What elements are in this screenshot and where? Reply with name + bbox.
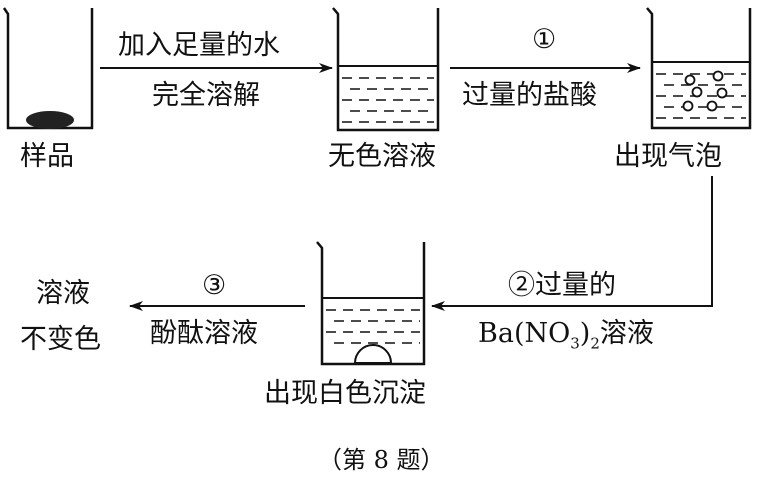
sample-label: 样品 xyxy=(20,141,74,172)
solid-sample xyxy=(26,111,74,129)
step3-reagent: Ba(NO3)2溶液 xyxy=(478,318,654,353)
beaker-sample xyxy=(2,7,94,130)
step4-reagent: 酚酞溶液 xyxy=(150,318,258,349)
step4-number: ③ xyxy=(202,270,227,301)
beaker2-label: 无色溶液 xyxy=(328,141,436,172)
step2-reagent: 过量的盐酸 xyxy=(462,80,597,111)
gas-bubbles xyxy=(682,70,728,112)
step3-condition-top: ②过量的 xyxy=(508,270,616,301)
step1-condition-top: 加入足量的水 xyxy=(118,30,280,61)
beaker-colorless-solution xyxy=(332,7,440,132)
result-line2: 不变色 xyxy=(20,324,101,355)
beaker-white-precipitate xyxy=(316,241,426,366)
step2-number: ① xyxy=(532,24,557,55)
white-precipitate xyxy=(353,344,393,364)
step1-condition-bottom: 完全溶解 xyxy=(152,80,260,111)
beaker4-label: 出现白色沉淀 xyxy=(264,378,426,409)
beaker-bubbles xyxy=(646,7,752,130)
beaker3-label: 出现气泡 xyxy=(614,141,722,172)
result-line1: 溶液 xyxy=(36,278,90,309)
arrow-step3 xyxy=(431,176,713,311)
figure-caption: （第 8 题） xyxy=(318,446,445,474)
